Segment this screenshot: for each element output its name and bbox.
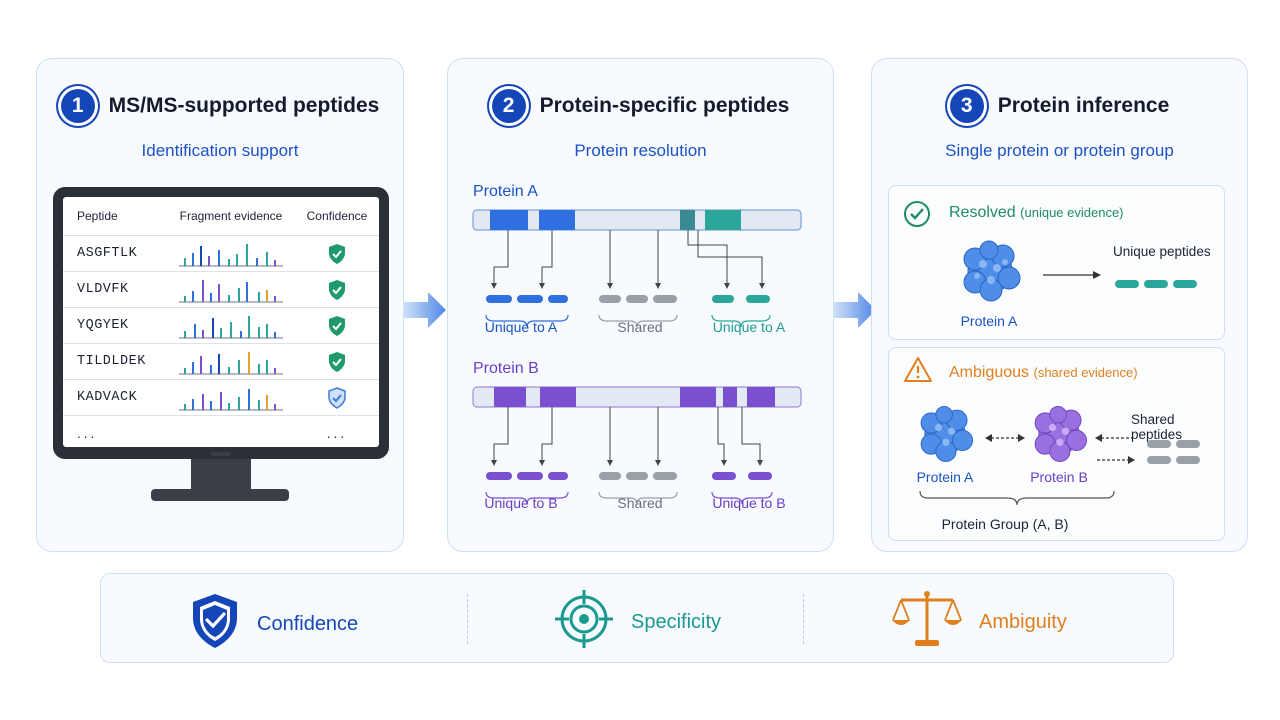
bidirectional-dashed-arrow-icon xyxy=(985,430,1025,448)
fragment-spectrum-icon xyxy=(167,276,295,304)
target-crosshair-icon xyxy=(553,588,615,656)
peptide-cell: ASGFTLK xyxy=(77,246,138,261)
ellipsis-confidence: ... xyxy=(326,426,348,441)
ambiguous-title: Ambiguous xyxy=(949,364,1030,381)
table-row: KADVACK xyxy=(63,380,379,416)
ambiguous-protein-a-label: Protein A xyxy=(916,469,974,485)
panel1-header: 1 MS/MS-supported peptides xyxy=(37,89,403,123)
resolved-title: Resolved xyxy=(949,204,1016,221)
peptide-cell: TILDLDEK xyxy=(77,354,146,369)
ambiguous-protein-b-label: Protein B xyxy=(1030,469,1088,485)
table-row: VLDVFK xyxy=(63,272,379,308)
legend-bar: Confidence Specificity Ambiguity xyxy=(100,573,1174,663)
col-confidence-header: Confidence xyxy=(306,209,368,223)
protein-a-label: Protein A xyxy=(473,183,538,200)
peptide-cell: VLDVFK xyxy=(77,282,129,297)
monitor-stand-base xyxy=(151,489,289,501)
peptide-cell: YQGYEK xyxy=(77,318,129,333)
panel-ms-ms-peptides: 1 MS/MS-supported peptides Identificatio… xyxy=(36,58,404,552)
legend-specificity: Specificity xyxy=(553,588,721,656)
legend-confidence-label: Confidence xyxy=(257,612,359,635)
unique-to-b-right-label: Unique to B xyxy=(712,495,786,511)
unique-to-a-right-label: Unique to A xyxy=(712,319,786,335)
col-peptide-header: Peptide xyxy=(77,209,118,223)
monitor-screen: Peptide Fragment evidence Confidence ASG… xyxy=(63,197,379,447)
group-brace xyxy=(919,490,1115,511)
panel1-title: MS/MS-supported peptides xyxy=(108,94,380,117)
legend-divider xyxy=(803,594,804,644)
confidence-medium-icon xyxy=(295,386,379,409)
shield-check-icon xyxy=(189,592,241,656)
legend-ambiguity: Ambiguity xyxy=(891,588,1067,656)
ambiguous-box: Ambiguous (shared evidence) xyxy=(888,347,1225,541)
resolved-box: Resolved (unique evidence) Protein A U xyxy=(888,185,1225,340)
protein-a-structure-icon xyxy=(953,234,1027,313)
legend-confidence: Confidence xyxy=(189,592,358,656)
panel3-subtitle: Single protein or protein group xyxy=(945,141,1174,160)
peptide-cell: KADVACK xyxy=(77,390,138,405)
legend-ambiguity-label: Ambiguity xyxy=(979,610,1067,633)
step-number-2: 2 xyxy=(491,89,526,123)
shared-peptides-icon xyxy=(1147,439,1203,470)
panel-protein-specific-peptides: 2 Protein-specific peptides Protein reso… xyxy=(447,58,834,552)
fragment-spectrum-icon xyxy=(167,384,295,412)
balance-scale-icon xyxy=(891,588,963,656)
protein-a-peptide-map xyxy=(472,209,802,328)
unique-peptides-label: Unique peptides xyxy=(1113,244,1211,259)
panel2-subtitle: Protein resolution xyxy=(574,141,707,160)
resolved-heading: Resolved (unique evidence) xyxy=(949,204,1124,222)
table-header: Peptide Fragment evidence Confidence xyxy=(63,197,379,236)
flow-arrow-icon xyxy=(402,290,448,335)
warning-icon xyxy=(903,356,933,389)
shared-b-label: Shared xyxy=(617,495,663,511)
monitor: Peptide Fragment evidence Confidence ASG… xyxy=(53,187,389,459)
panel2-title: Protein-specific peptides xyxy=(539,94,790,117)
fragment-spectrum-icon xyxy=(167,240,295,268)
panel3-header: 3 Protein inference xyxy=(872,89,1247,123)
protein-b-label: Protein B xyxy=(473,360,539,377)
ellipsis: ... xyxy=(77,426,98,441)
unique-peptides-icon xyxy=(1115,276,1199,294)
legend-specificity-label: Specificity xyxy=(631,610,722,633)
check-circle-icon xyxy=(903,200,931,233)
protein-group-label: Protein Group (A, B) xyxy=(941,516,1069,532)
fragment-spectrum-icon xyxy=(167,348,295,376)
ambiguous-note: (shared evidence) xyxy=(1033,365,1138,380)
confidence-high-icon xyxy=(295,279,379,301)
unique-to-b-left-label: Unique to B xyxy=(484,495,558,511)
step-number-1: 1 xyxy=(60,89,95,123)
protein-a-structure-icon xyxy=(911,400,979,473)
confidence-high-icon xyxy=(295,243,379,265)
ambiguous-heading: Ambiguous (shared evidence) xyxy=(949,364,1138,382)
col-fragment-header: Fragment evidence xyxy=(179,209,283,223)
table-row-ellipsis: ... ... xyxy=(63,416,379,447)
unique-to-a-left-label: Unique to A xyxy=(484,319,558,335)
legend-divider xyxy=(467,594,468,644)
panel2-header: 2 Protein-specific peptides xyxy=(448,89,833,123)
left-dashed-arrow-icon xyxy=(1095,430,1135,448)
panel-protein-inference: 3 Protein inference Single protein or pr… xyxy=(871,58,1248,552)
resolved-protein-label: Protein A xyxy=(960,313,1018,329)
fragment-spectrum-icon xyxy=(167,312,295,340)
confidence-high-icon xyxy=(295,351,379,373)
panel3-title: Protein inference xyxy=(997,94,1170,117)
table-row: ASGFTLK xyxy=(63,236,379,272)
step-number-3: 3 xyxy=(949,89,984,123)
flow-arrow-icon xyxy=(832,290,878,335)
right-arrow-icon xyxy=(1043,268,1103,286)
panel1-subtitle: Identification support xyxy=(141,141,299,160)
monitor-logo xyxy=(211,452,231,456)
monitor-stand-neck xyxy=(191,459,251,491)
table-row: YQGYEK xyxy=(63,308,379,344)
protein-b-structure-icon xyxy=(1025,400,1093,473)
table-row: TILDLDEK xyxy=(63,344,379,380)
shared-a-label: Shared xyxy=(617,319,663,335)
protein-b-peptide-map xyxy=(472,386,802,505)
confidence-high-icon xyxy=(295,315,379,337)
right-dashed-arrow-icon xyxy=(1095,452,1135,470)
resolved-note: (unique evidence) xyxy=(1020,205,1124,220)
shared-peptides-label: Shared peptides xyxy=(1131,412,1183,442)
